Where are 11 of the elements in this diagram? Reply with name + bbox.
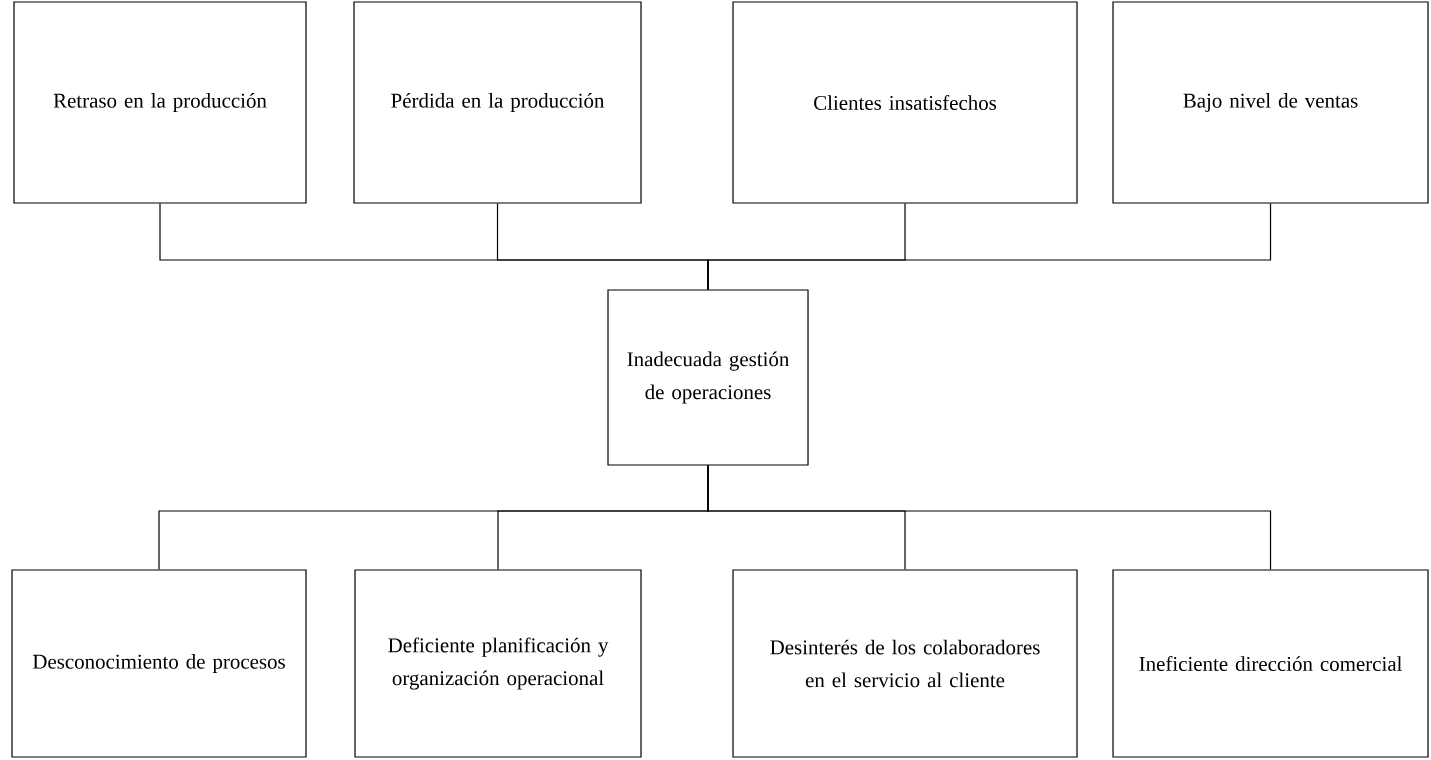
effect-box: Bajo nivel de ventas [1112,1,1429,204]
connector-line [707,465,1272,570]
problem-box: Inadecuada gestión de operaciones [607,289,809,466]
effect-box: Clientes insatisfechos [732,1,1078,204]
cause-box: Desconocimiento de procesos [11,569,307,758]
cause-box: Deficiente planificación y organización operacional [354,569,642,758]
effect-box: Retraso en la producción [13,1,307,204]
cause-box: Desinterés de los colaboradores en el servicio al cliente [732,569,1078,758]
cause-box: Ineficiente dirección comercial [1112,569,1429,758]
effect-box: Pérdida en la producción [353,1,642,204]
connector-line [707,203,1272,290]
